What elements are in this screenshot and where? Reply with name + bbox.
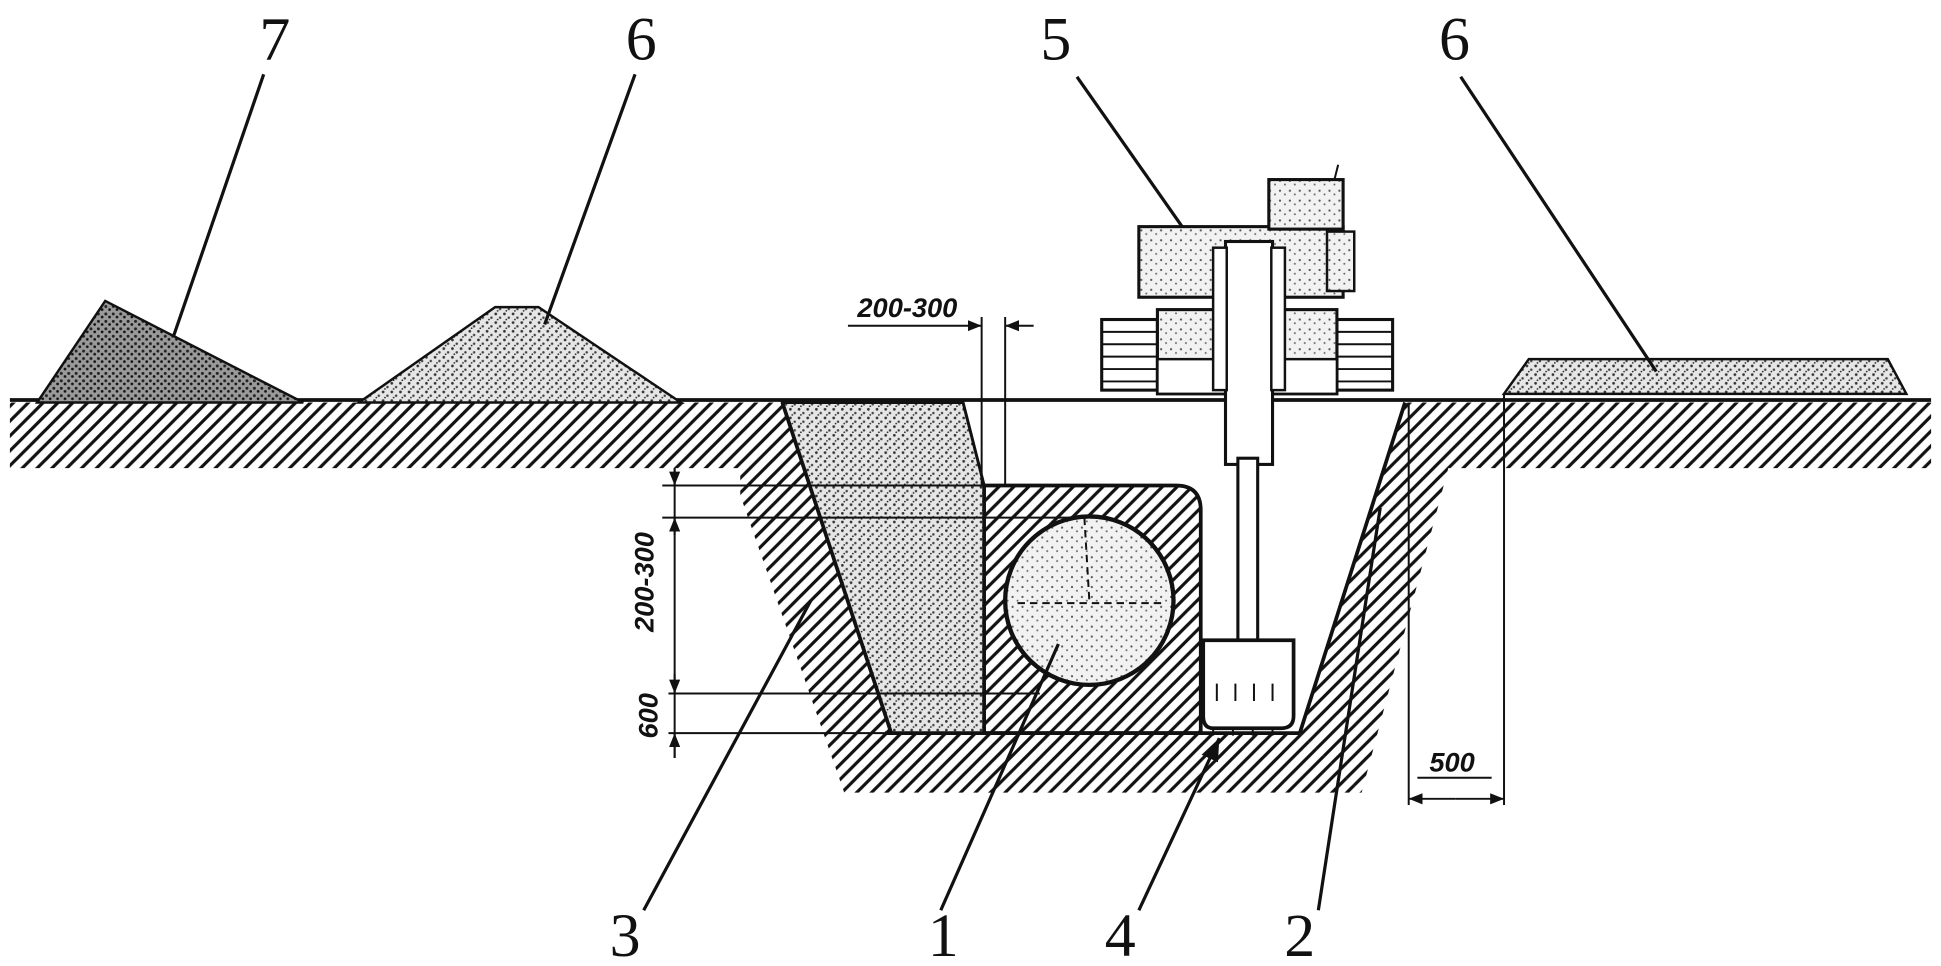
cab (1267, 178, 1345, 231)
excavator (1100, 164, 1395, 736)
leader-lines (171, 73, 1658, 912)
antenna (1333, 164, 1340, 180)
dimension-top-gap-text: 200-300 (856, 292, 957, 323)
leader-6-left (543, 73, 637, 326)
right-track-treads (1336, 330, 1393, 383)
left-ground-hatch (9, 402, 892, 793)
right-track (1335, 317, 1395, 392)
leader-7 (171, 73, 266, 338)
label-1: 1 (928, 902, 959, 966)
stick (1236, 456, 1260, 642)
pipe-axis (1083, 517, 1091, 601)
dimension-offset-text: 500 (1429, 747, 1474, 778)
leader-2 (1316, 507, 1382, 911)
callout-labels: 7 6 5 6 3 1 4 2 (259, 5, 1470, 966)
pipe-circle (1002, 514, 1176, 688)
trench-bottom-hatch (844, 733, 1362, 793)
dimension-cover-text: 200-300 (629, 532, 660, 633)
label-7: 7 (259, 5, 290, 73)
boom-cylinder-left (1211, 246, 1228, 392)
bucket (1201, 638, 1296, 731)
leader-5 (1075, 75, 1184, 228)
heap-7 (34, 299, 304, 404)
right-ground-hatch (1299, 402, 1932, 793)
label-6-right: 6 (1439, 5, 1470, 73)
leader-1 (939, 643, 1060, 911)
trench-left-wall (780, 401, 894, 734)
leader-4 (1137, 737, 1221, 911)
boom (1223, 239, 1275, 466)
pipe (1002, 514, 1176, 688)
dimension-offset: 500 (1407, 393, 1506, 805)
heap-6-right (1501, 357, 1909, 396)
ground-hatching (9, 402, 1932, 793)
counterweight (1325, 230, 1356, 293)
boom-cylinder-right (1270, 246, 1287, 392)
label-4: 4 (1105, 902, 1136, 966)
heap-6-left (355, 305, 685, 404)
label-6-left: 6 (626, 5, 657, 73)
leader-6-right (1459, 75, 1658, 373)
bucket-teeth (1212, 683, 1274, 736)
left-track (1100, 317, 1159, 392)
left-track-treads (1101, 330, 1158, 383)
label-2: 2 (1284, 902, 1315, 966)
dimension-vertical: 200-300 600 (629, 468, 1087, 758)
trench-right-wall (1298, 401, 1407, 734)
trench-outline (780, 401, 1407, 736)
label-3: 3 (610, 902, 641, 966)
label-5: 5 (1040, 5, 1071, 73)
dimension-top-gap: 200-300 (847, 292, 1034, 486)
dimension-bedding-text: 600 (632, 693, 663, 738)
leader-3 (642, 599, 813, 912)
